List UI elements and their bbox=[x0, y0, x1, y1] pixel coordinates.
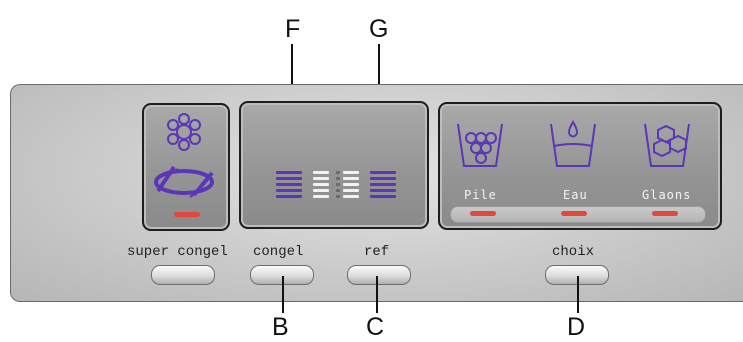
eau-label: Eau bbox=[563, 188, 588, 202]
scale-dots bbox=[336, 171, 340, 201]
freezer-level-bars bbox=[276, 171, 302, 201]
super-freeze-swirl-icon bbox=[154, 165, 214, 198]
glaons-cup-icon bbox=[644, 123, 690, 167]
water-cup-icon bbox=[550, 120, 596, 167]
glaons-label: Glaons bbox=[642, 188, 692, 202]
callout-g: G bbox=[369, 15, 389, 43]
ref-label: ref bbox=[364, 244, 390, 260]
super-freeze-led bbox=[174, 212, 200, 217]
super-freeze-display bbox=[142, 103, 230, 231]
leader-b bbox=[282, 276, 284, 313]
eau-led bbox=[561, 211, 587, 216]
super-congel-label: super congel bbox=[127, 244, 228, 260]
dispenser-icons bbox=[457, 120, 690, 167]
freezer-scale-bars bbox=[313, 171, 329, 201]
callout-f: F bbox=[285, 15, 301, 43]
super-freeze-icons bbox=[154, 113, 214, 198]
ice-cubes-cup-icon bbox=[457, 123, 503, 167]
snowflake-icon bbox=[167, 113, 201, 151]
pile-led bbox=[470, 211, 496, 216]
callout-b: B bbox=[272, 313, 289, 341]
fridge-level-bars bbox=[370, 171, 396, 201]
fridge-scale-bars bbox=[343, 171, 359, 201]
ref-button[interactable] bbox=[347, 265, 411, 285]
congel-label: congel bbox=[253, 244, 304, 260]
super-congel-button[interactable] bbox=[151, 265, 215, 285]
choix-label: choix bbox=[552, 244, 595, 260]
pile-label: Pile bbox=[464, 188, 497, 202]
leader-c bbox=[376, 276, 378, 313]
temperature-display bbox=[239, 101, 429, 229]
glaons-led bbox=[652, 211, 678, 216]
callout-c: C bbox=[366, 313, 385, 341]
dispenser-led-bar bbox=[450, 206, 706, 223]
leader-d bbox=[577, 276, 579, 313]
callout-d: D bbox=[567, 313, 586, 341]
